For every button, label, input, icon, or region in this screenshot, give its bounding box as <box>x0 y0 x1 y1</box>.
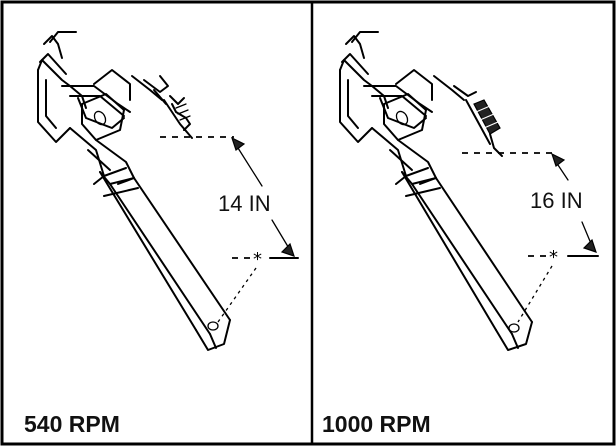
panel-1000-rpm: 16 IN * 1000 RPM <box>322 31 599 437</box>
dimension-label: 14 IN <box>218 191 271 216</box>
panel-caption: 540 RPM <box>24 411 120 437</box>
panel-caption: 1000 RPM <box>322 411 431 437</box>
panel-540-rpm: 14 IN * 540 RPM <box>24 31 299 437</box>
hitch-point-marker: * <box>253 249 262 270</box>
dimension-callout <box>462 152 599 323</box>
dimension-label: 16 IN <box>530 188 583 213</box>
drawbar-illustration <box>339 31 533 351</box>
dimension-callout <box>160 136 299 323</box>
hitch-point-marker: * <box>549 247 558 268</box>
drawbar-illustration <box>37 31 231 351</box>
